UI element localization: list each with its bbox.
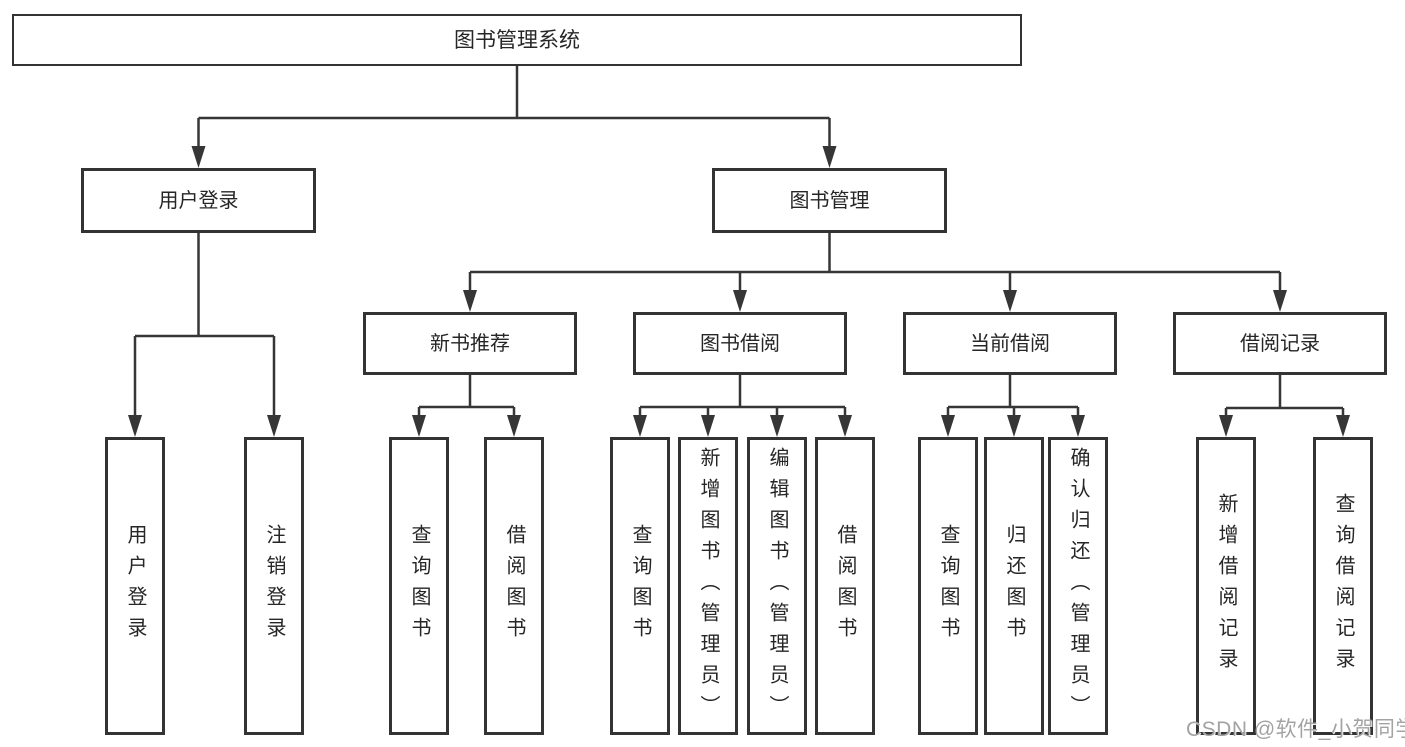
node-label: 查询图书 [937, 524, 959, 648]
node-current-borrowing: 当前借阅 [903, 312, 1117, 375]
leaf-recommend-query-book: 查询图书 [389, 437, 449, 735]
node-label: 注销登录 [263, 524, 285, 648]
leaf-recommend-borrow-book: 借阅图书 [484, 437, 544, 735]
node-new-book-recommend: 新书推荐 [363, 312, 577, 375]
node-label: 借阅记录 [1240, 332, 1320, 355]
node-label: 确认归还（管理员） [1067, 446, 1089, 726]
node-label: 查询图书 [629, 524, 651, 648]
node-label: 新书推荐 [430, 332, 510, 355]
node-borrowing-records: 借阅记录 [1173, 312, 1387, 375]
node-user-login: 用户登录 [81, 168, 316, 233]
node-label: 用户登录 [124, 524, 146, 648]
leaf-borrowing-query-book: 查询图书 [610, 437, 670, 735]
leaf-confirm-return-admin: 确认归还（管理员） [1048, 437, 1108, 735]
leaf-current-query-book: 查询图书 [918, 437, 978, 735]
node-label: 新增图书（管理员） [697, 446, 719, 726]
leaf-borrowing-borrow-book: 借阅图书 [815, 437, 875, 735]
node-label: 图书借阅 [700, 332, 780, 355]
node-label: 借阅图书 [834, 524, 856, 648]
leaf-add-book-admin: 新增图书（管理员） [678, 437, 738, 735]
node-book-borrowing: 图书借阅 [633, 312, 847, 375]
leaf-return-book: 归还图书 [984, 437, 1044, 735]
arrowhead-icon [128, 146, 1350, 437]
node-book-management: 图书管理 [712, 168, 947, 233]
node-label: 用户登录 [158, 189, 239, 212]
node-label: 查询借阅记录 [1332, 493, 1354, 679]
node-label: 图书管理系统 [454, 28, 580, 52]
node-root-library-system: 图书管理系统 [12, 14, 1022, 66]
node-label: 借阅图书 [503, 524, 525, 648]
leaf-add-borrow-record: 新增借阅记录 [1196, 437, 1256, 735]
leaf-logout: 注销登录 [244, 437, 304, 735]
leaf-user-login: 用户登录 [105, 437, 165, 735]
node-label: 当前借阅 [970, 332, 1050, 355]
node-label: 归还图书 [1003, 524, 1025, 648]
node-label: 图书管理 [789, 189, 870, 212]
node-label: 新增借阅记录 [1215, 493, 1237, 679]
leaf-query-borrow-record: 查询借阅记录 [1313, 437, 1373, 735]
node-label: 编辑图书（管理员） [766, 446, 788, 726]
connector-path [133, 66, 1345, 416]
leaf-edit-book-admin: 编辑图书（管理员） [747, 437, 807, 735]
watermark: CSDN @软件_小贺同学 [1186, 718, 1405, 741]
node-label: 查询图书 [408, 524, 430, 648]
